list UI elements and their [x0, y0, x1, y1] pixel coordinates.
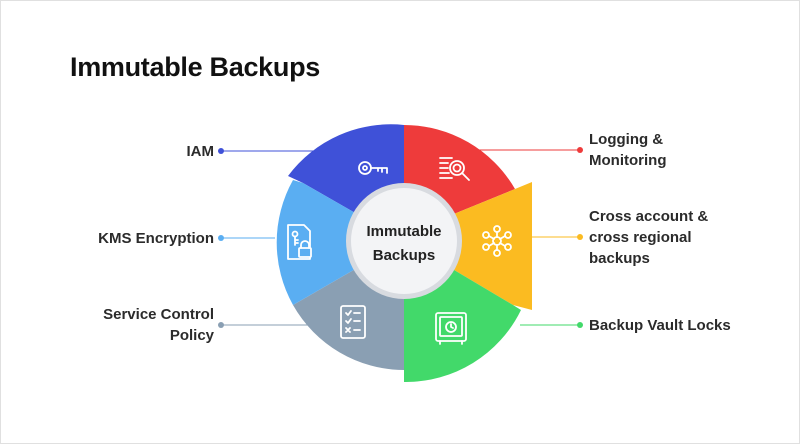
network-nodes-icon — [482, 225, 512, 257]
connector-dot-logging — [577, 147, 583, 153]
label-logging: Logging & Monitoring — [589, 129, 666, 171]
label-scp-line1: Service Control — [103, 306, 214, 323]
segment-kms[interactable] — [276, 180, 364, 305]
label-iam: IAM — [187, 141, 215, 162]
label-kms-line: KMS Encryption — [98, 230, 214, 247]
label-vault: Backup Vault Locks — [589, 315, 731, 336]
label-cross-line2: cross regional — [589, 229, 692, 246]
label-vault-line: Backup Vault Locks — [589, 317, 731, 334]
connector-dot-vault — [577, 322, 583, 328]
connector-dot-iam — [218, 148, 224, 154]
label-cross: Cross account & cross regional backups — [589, 206, 708, 269]
vault-lock-icon — [435, 312, 467, 345]
page-title: Immutable Backups — [70, 52, 320, 82]
label-scp-line2: Policy — [169, 327, 214, 344]
label-cross-line1: Cross account & — [589, 208, 709, 225]
label-scp: Service Control Policy — [103, 304, 214, 346]
checklist-icon — [340, 305, 366, 339]
connector-dot-kms — [218, 235, 224, 241]
label-logging-line2: Monitoring — [589, 152, 667, 169]
file-lock-icon — [287, 224, 312, 260]
label-logging-line1: Logging & — [589, 131, 664, 148]
connector-dot-scp — [218, 322, 224, 328]
center-label-line1: Immutable — [366, 223, 441, 240]
document-search-icon — [439, 157, 470, 181]
center-hub: Immutable Backups — [346, 183, 462, 299]
label-iam-line: IAM — [186, 143, 215, 160]
key-icon — [358, 161, 388, 175]
label-cross-line3: backups — [589, 250, 650, 267]
connector-dot-cross — [577, 234, 583, 240]
center-label-line2: Backups — [373, 247, 436, 264]
label-kms: KMS Encryption — [98, 228, 214, 249]
